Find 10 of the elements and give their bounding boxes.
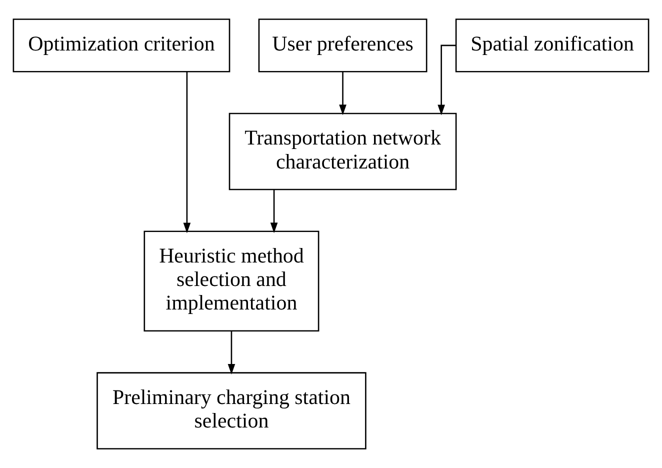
arrow: [339, 72, 346, 116]
arrow: [228, 331, 236, 374]
node-box: Transportation network characterization: [228, 112, 457, 190]
node-box: Heuristic method selection and implementation: [144, 230, 320, 332]
arrow: [183, 72, 191, 234]
node-box: Spatial zonification: [455, 18, 650, 72]
arrow: [270, 190, 278, 234]
node-box: User preferences: [258, 18, 428, 72]
node-box: Optimization criterion: [12, 18, 230, 72]
node-box: Preliminary charging station selection: [96, 372, 366, 450]
